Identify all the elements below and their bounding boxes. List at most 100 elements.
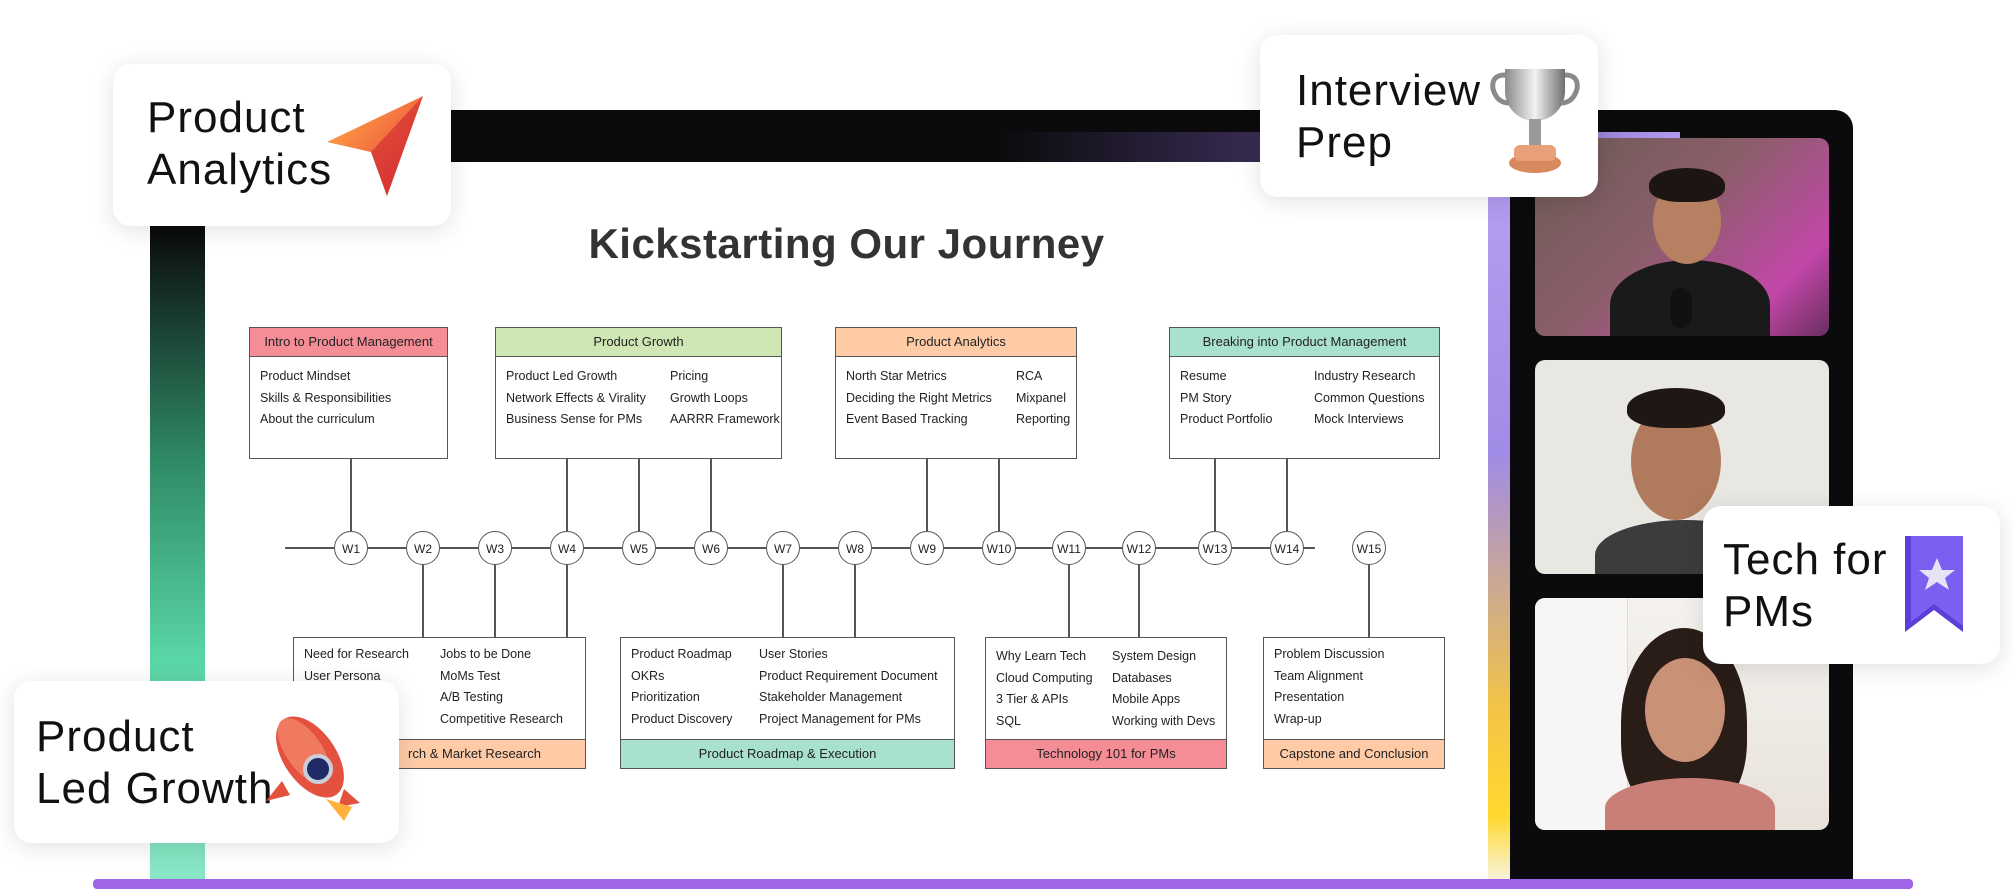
participant-body (1605, 778, 1775, 830)
slide-canvas: Kickstarting Our Journey Intro to Produc… (205, 162, 1488, 889)
topic-item: A/B Testing (440, 690, 504, 704)
module-product-analytics: Product Analytics North Star Metrics Dec… (835, 327, 1077, 459)
week-node-w7: W7 (766, 531, 800, 565)
module-header: Product Growth (496, 328, 781, 357)
connector-line (854, 565, 856, 637)
topic-item: Problem Discussion (1274, 647, 1385, 661)
connector-line (926, 457, 928, 531)
topic-item: Product Led Growth (506, 369, 618, 383)
connector-line (1214, 457, 1216, 531)
topic-item: North Star Metrics (846, 369, 947, 383)
wardrobe-panel (1535, 598, 1628, 830)
topic-item: Stakeholder Management (759, 690, 903, 704)
participant-hair (1649, 168, 1725, 202)
topic-item: Wrap-up (1274, 711, 1322, 726)
topic-item: Network Effects & Virality (506, 390, 646, 405)
week-node-w5: W5 (622, 531, 656, 565)
week-node-w11: W11 (1052, 531, 1086, 565)
trophy-icon (1490, 69, 1580, 173)
topic-item: User Stories (759, 647, 828, 661)
microphone-icon (1670, 288, 1692, 328)
module-footer: Technology 101 for PMs (986, 739, 1226, 768)
week-node-w2: W2 (406, 531, 440, 565)
topic-item: Growth Loops (670, 390, 748, 405)
topic-item: MoMs Test (440, 668, 501, 683)
topic-item: PM Story (1180, 390, 1232, 405)
week-node-w13: W13 (1198, 531, 1232, 565)
topic-item: Product Roadmap (631, 647, 732, 661)
module-footer: Product Roadmap & Execution (621, 739, 954, 768)
connector-line (566, 565, 568, 637)
topic-item: Jobs to be Done (440, 647, 532, 661)
topic-item: System Design (1112, 649, 1197, 663)
connector-line (494, 565, 496, 637)
topic-item: Product Discovery (631, 711, 733, 726)
week-node-w9: W9 (910, 531, 944, 565)
connector-line (710, 457, 712, 531)
topic-item: Cloud Computing (996, 670, 1093, 685)
topic-item: Mixpanel (1016, 390, 1067, 405)
week-node-w10: W10 (982, 531, 1016, 565)
topic-item: Team Alignment (1274, 668, 1363, 683)
module-technology-101: Why Learn Tech Cloud Computing 3 Tier & … (985, 637, 1227, 769)
module-product-growth: Product Growth Product Led Growth Networ… (495, 327, 782, 459)
topic-item: Common Questions (1314, 390, 1425, 405)
topic-item: Product Requirement Document (759, 668, 938, 683)
week-node-w14: W14 (1270, 531, 1304, 565)
slide-title: Kickstarting Our Journey (588, 220, 1105, 267)
topic-item: SQL (996, 713, 1022, 728)
module-capstone: Problem Discussion Team Alignment Presen… (1263, 637, 1445, 769)
badge-label: Tech for PMs (1723, 535, 1888, 636)
badge-tech-for-pms: Tech for PMs (1703, 506, 2000, 664)
topic-item: Mobile Apps (1112, 692, 1181, 706)
paper-plane-icon (327, 96, 423, 196)
participant-tile-1[interactable] (1535, 138, 1829, 336)
topic-item: Product Mindset (260, 369, 351, 383)
topic-item: Reporting (1016, 412, 1071, 426)
rocket-icon (266, 716, 360, 821)
topic-item: Competitive Research (440, 711, 563, 726)
topic-item: RCA (1016, 369, 1043, 383)
topic-item: User Persona (304, 668, 381, 683)
bookmark-star-icon (1905, 536, 1963, 632)
topic-item: Mock Interviews (1314, 412, 1404, 426)
week-node-w4: W4 (550, 531, 584, 565)
topic-item: AARRR Framework (670, 412, 780, 426)
module-footer: Capstone and Conclusion (1264, 739, 1444, 768)
participant-hair (1627, 388, 1725, 428)
week-node-w12: W12 (1122, 531, 1156, 565)
connector-line (1138, 565, 1140, 637)
week-node-w3: W3 (478, 531, 512, 565)
topic-item: Prioritization (631, 690, 700, 704)
topic-item: Skills & Responsibilities (260, 390, 392, 405)
badge-label: Product Analytics (147, 93, 333, 194)
week-node-w1: W1 (334, 531, 368, 565)
week-node-w6: W6 (694, 531, 728, 565)
connector-line (422, 565, 424, 637)
connector-line (566, 457, 568, 531)
timeline-line (285, 547, 1315, 549)
topic-item: Industry Research (1314, 369, 1416, 383)
bottom-accent-bar (93, 879, 1913, 889)
topic-item: Event Based Tracking (846, 412, 968, 426)
badge-label: Product Led Growth (36, 712, 274, 813)
connector-line (998, 457, 1000, 531)
participant-face (1645, 658, 1725, 762)
module-header: Product Analytics (836, 328, 1076, 357)
topic-item: Resume (1180, 369, 1227, 383)
connector-line (1068, 565, 1070, 637)
connector-line (782, 565, 784, 637)
module-roadmap-execution: Product Roadmap OKRs Prioritization Prod… (620, 637, 955, 769)
badge-product-led-growth: Product Led Growth (14, 681, 399, 843)
right-gradient-strip (1488, 162, 1510, 889)
badge-interview-prep: Interview Prep (1260, 35, 1598, 197)
topic-item: Working with Devs (1112, 713, 1216, 728)
module-breaking-into-pm: Breaking into Product Management Resume … (1169, 327, 1440, 459)
topic-item: Need for Research (304, 647, 409, 661)
topic-item: Pricing (670, 369, 709, 383)
topic-item: Business Sense for PMs (506, 412, 643, 426)
module-header: Breaking into Product Management (1170, 328, 1439, 357)
topic-item: Presentation (1274, 690, 1345, 704)
week-node-w15: W15 (1352, 531, 1386, 565)
module-header: Intro to Product Management (250, 328, 447, 357)
